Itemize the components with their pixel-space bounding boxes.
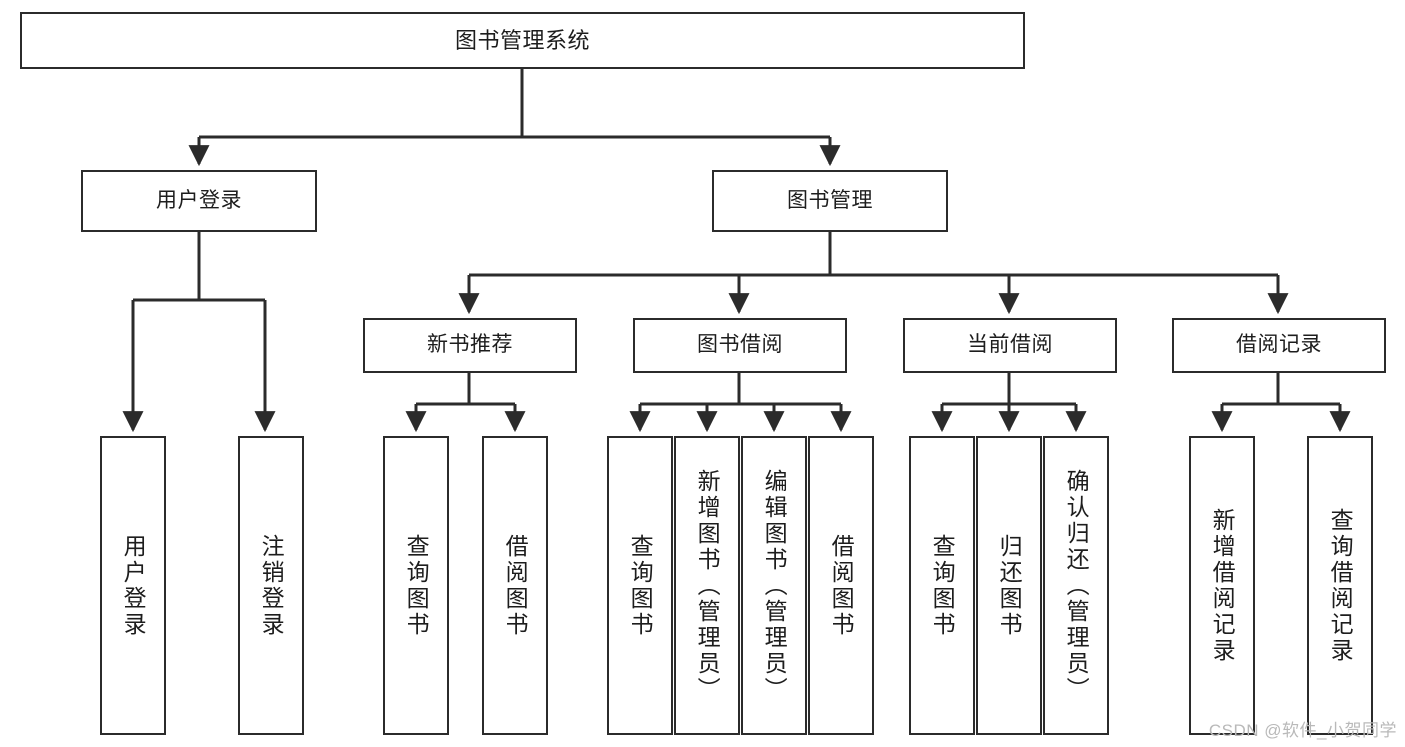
node-leaf-query-book-2-label: 查询图书: [627, 533, 654, 638]
node-book-manage[interactable]: 图书管理: [712, 170, 948, 232]
node-leaf-query-book-1[interactable]: 查询图书: [383, 436, 449, 735]
node-leaf-query-record-label: 查询借阅记录: [1327, 507, 1354, 664]
node-current-borrow[interactable]: 当前借阅: [903, 318, 1117, 373]
node-book-borrow-label: 图书借阅: [697, 333, 783, 357]
node-leaf-query-record[interactable]: 查询借阅记录: [1307, 436, 1373, 735]
node-book-manage-label: 图书管理: [787, 188, 873, 212]
node-current-borrow-label: 当前借阅: [967, 333, 1053, 357]
node-leaf-logout[interactable]: 注销登录: [238, 436, 304, 735]
node-leaf-query-book-2[interactable]: 查询图书: [607, 436, 673, 735]
node-new-book-rec[interactable]: 新书推荐: [363, 318, 577, 373]
node-new-book-rec-label: 新书推荐: [427, 333, 513, 357]
node-leaf-query-book-1-label: 查询图书: [403, 533, 430, 638]
node-leaf-edit-book-label: 编辑图书（管理员）: [761, 468, 788, 703]
node-root-label: 图书管理系统: [454, 27, 590, 53]
node-leaf-user-login-label: 用户登录: [120, 533, 147, 638]
node-book-borrow[interactable]: 图书借阅: [633, 318, 847, 373]
node-leaf-add-book[interactable]: 新增图书（管理员）: [674, 436, 740, 735]
node-leaf-confirm-return-label: 确认归还（管理员）: [1063, 468, 1090, 703]
node-leaf-query-book-3[interactable]: 查询图书: [909, 436, 975, 735]
node-leaf-add-record[interactable]: 新增借阅记录: [1189, 436, 1255, 735]
node-leaf-borrow-book-2-label: 借阅图书: [828, 533, 855, 638]
node-borrow-record[interactable]: 借阅记录: [1172, 318, 1386, 373]
node-borrow-record-label: 借阅记录: [1236, 333, 1322, 357]
node-leaf-borrow-book-2[interactable]: 借阅图书: [808, 436, 874, 735]
node-user-login-label: 用户登录: [156, 188, 242, 212]
node-root[interactable]: 图书管理系统: [20, 12, 1025, 69]
node-leaf-borrow-book-1-label: 借阅图书: [502, 533, 529, 638]
node-leaf-edit-book[interactable]: 编辑图书（管理员）: [741, 436, 807, 735]
node-leaf-add-book-label: 新增图书（管理员）: [694, 468, 721, 703]
node-leaf-return-book-label: 归还图书: [996, 533, 1023, 638]
node-user-login[interactable]: 用户登录: [81, 170, 317, 232]
node-leaf-user-login[interactable]: 用户登录: [100, 436, 166, 735]
node-leaf-borrow-book-1[interactable]: 借阅图书: [482, 436, 548, 735]
node-leaf-return-book[interactable]: 归还图书: [976, 436, 1042, 735]
node-leaf-logout-label: 注销登录: [258, 533, 285, 638]
node-leaf-query-book-3-label: 查询图书: [929, 533, 956, 638]
node-leaf-confirm-return[interactable]: 确认归还（管理员）: [1043, 436, 1109, 735]
watermark-text: CSDN @软件_小贺同学: [1208, 721, 1397, 740]
node-leaf-add-record-label: 新增借阅记录: [1209, 507, 1236, 664]
